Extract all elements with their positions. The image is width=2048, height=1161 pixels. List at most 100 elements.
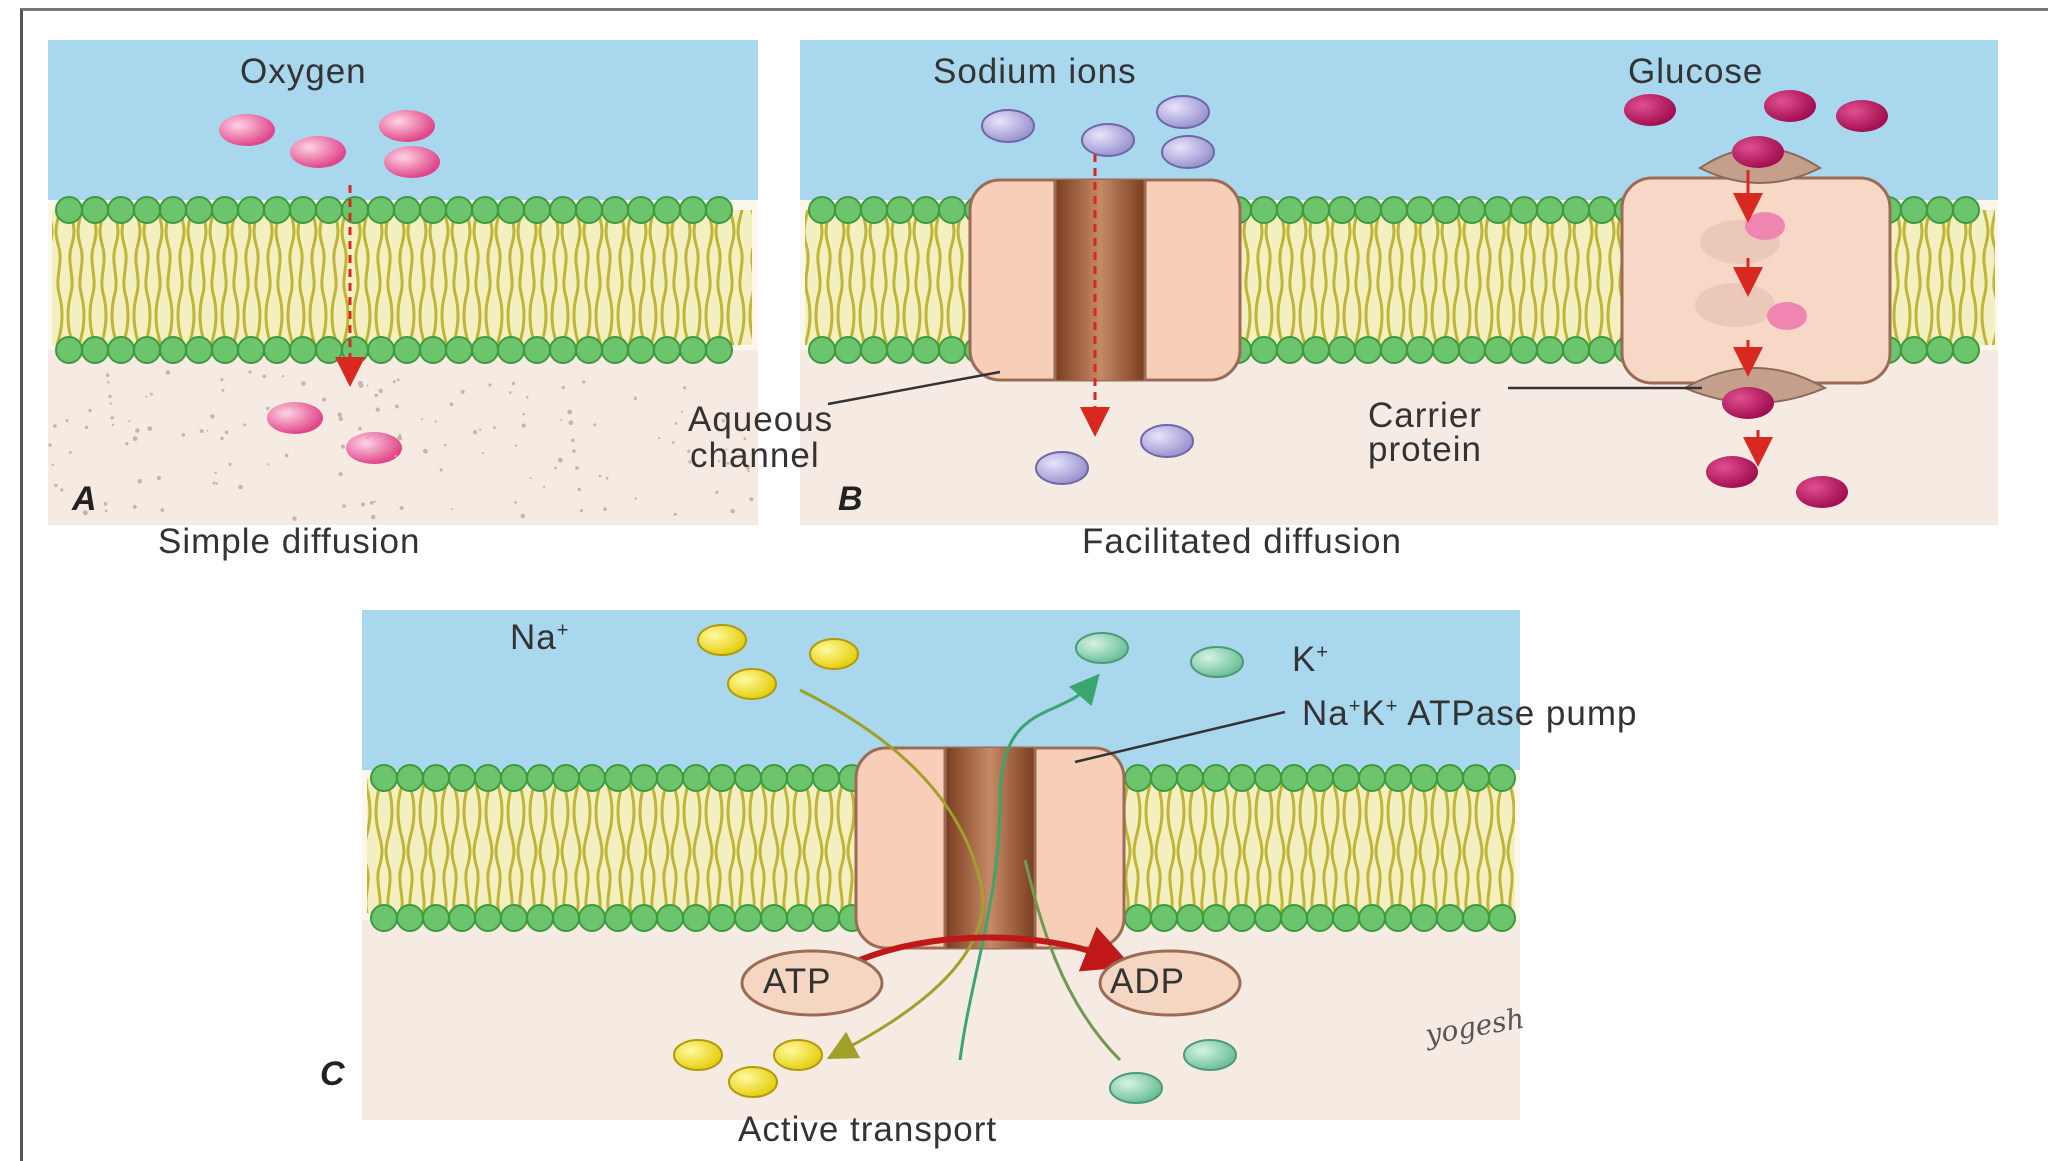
phospholipid-head (422, 904, 450, 932)
phospholipid-head (708, 764, 736, 792)
phospholipid-head (1254, 764, 1282, 792)
phospholipid-head (315, 336, 343, 364)
phospholipid-head (1562, 336, 1590, 364)
phospholipid-head (500, 904, 528, 932)
phospholipid-head (393, 196, 421, 224)
pump-label: Na+K+ ATPase pump (1302, 694, 1638, 733)
glucose-molecule (1764, 90, 1816, 122)
phospholipid-head (341, 336, 369, 364)
phospholipid-head (1562, 196, 1590, 224)
phospholipid-head (497, 196, 525, 224)
k-plus-ion (1190, 646, 1244, 678)
phospholipid-head (237, 336, 265, 364)
phospholipid-head (1332, 904, 1360, 932)
phospholipid-head (656, 904, 684, 932)
panel-a-letter: A (72, 480, 97, 518)
phospholipid-head (1202, 764, 1230, 792)
phospholipid-head (1952, 196, 1980, 224)
phospholipid-bilayer-a (52, 196, 752, 364)
phospholipid-head (1588, 336, 1616, 364)
phospholipid-head (289, 336, 317, 364)
phospholipid-head (808, 336, 836, 364)
phospholipid-head (549, 336, 577, 364)
panel-a-caption: Simple diffusion (158, 522, 421, 561)
phospholipid-head (1306, 904, 1334, 932)
phospholipid-head (341, 196, 369, 224)
glucose-molecule (1796, 476, 1848, 508)
phospholipid-head (627, 196, 655, 224)
phospholipid-head (81, 336, 109, 364)
phospholipid-head (656, 764, 684, 792)
phospholipid-head (653, 196, 681, 224)
phospholipid-head (679, 196, 707, 224)
k-plus-label: K+ (1292, 640, 1330, 679)
glucose-molecules (1624, 90, 1888, 508)
phospholipid-head (159, 196, 187, 224)
k-plus-ion (1109, 1072, 1163, 1104)
phospholipid-head (474, 904, 502, 932)
phospholipid-head (812, 904, 840, 932)
phospholipid-head (1302, 196, 1330, 224)
phospholipid-head (1926, 336, 1954, 364)
phospholipid-head (1250, 196, 1278, 224)
k-plus-ion (1075, 632, 1129, 664)
phospholipid-head (523, 336, 551, 364)
na-plus-ions (673, 624, 859, 1098)
phospholipid-head (912, 336, 940, 364)
phospholipid-head (653, 336, 681, 364)
phospholipid-head (497, 336, 525, 364)
phospholipid-head (1410, 904, 1438, 932)
phospholipid-head (549, 196, 577, 224)
phospholipid-head (315, 196, 343, 224)
phospholipid-head (393, 336, 421, 364)
na-plus-ion (773, 1039, 823, 1071)
phospholipid-head (526, 764, 554, 792)
phospholipid-head (938, 196, 966, 224)
phospholipid-head (289, 196, 317, 224)
channel-label-line2: channel (690, 436, 820, 475)
phospholipid-head (185, 196, 213, 224)
glucose-molecule (1836, 100, 1888, 132)
phospholipid-head (679, 336, 707, 364)
phospholipid-head (1228, 904, 1256, 932)
oxygen-molecule (267, 402, 323, 434)
phospholipid-head (263, 336, 291, 364)
oxygen-molecule (219, 114, 275, 146)
phospholipid-head (886, 336, 914, 364)
adp-label: ADP (1110, 962, 1185, 1001)
phospholipid-head (1436, 764, 1464, 792)
phospholipid-head (604, 764, 632, 792)
phospholipid-head (1228, 764, 1256, 792)
phospholipid-head (1150, 904, 1178, 932)
phospholipid-head (1302, 336, 1330, 364)
glucose-molecule (1624, 94, 1676, 126)
phospholipid-head (55, 196, 83, 224)
phospholipid-head (1250, 336, 1278, 364)
phospholipid-head (448, 764, 476, 792)
phospholipid-head (708, 904, 736, 932)
sodium-ion (1081, 123, 1135, 157)
pump-leader-line (1074, 710, 1286, 764)
figure-frame (20, 8, 2048, 1161)
phospholipid-head (370, 764, 398, 792)
phospholipid-head (630, 764, 658, 792)
phospholipid-head (159, 336, 187, 364)
panel-b (800, 40, 1998, 525)
phospholipid-head (471, 196, 499, 224)
phospholipid-head (1952, 336, 1980, 364)
phospholipid-head (812, 764, 840, 792)
phospholipid-head (834, 336, 862, 364)
oxygen-molecule (379, 110, 435, 142)
phospholipid-head (419, 196, 447, 224)
phospholipid-head (575, 336, 603, 364)
phospholipid-head (1358, 904, 1386, 932)
phospholipid-head (1510, 196, 1538, 224)
carrier-label-line2: protein (1368, 430, 1483, 469)
phospholipid-head (575, 196, 603, 224)
na-plus-label: Na+ (510, 618, 570, 657)
phospholipid-head (938, 336, 966, 364)
panel-c-letter: C (320, 1055, 345, 1093)
phospholipid-head (445, 336, 473, 364)
glucose-label: Glucose (1628, 52, 1764, 91)
